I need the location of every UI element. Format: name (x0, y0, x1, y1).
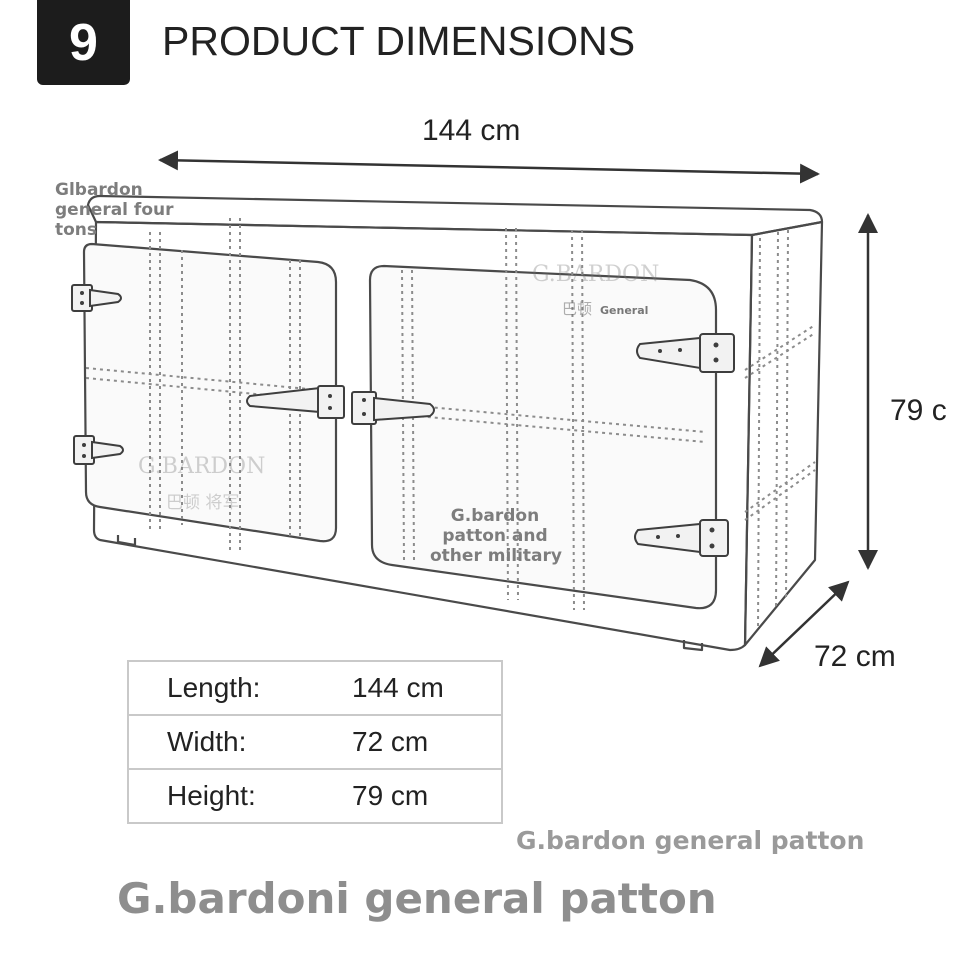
width-dimension-label: 144 cm (422, 114, 521, 147)
table-row: Width: 72 cm (127, 714, 503, 770)
table-row: Height: 79 cm (127, 768, 503, 824)
logo-watermark-upper-sub: General (600, 304, 649, 317)
right-door (368, 264, 718, 610)
latch-right-door (351, 391, 435, 425)
hinge-left-top (71, 284, 122, 312)
hinge-right-bottom (634, 519, 729, 557)
watermark-center: G.bardon patton and other military (430, 506, 562, 566)
page-title: PRODUCT DIMENSIONS (162, 18, 636, 64)
spec-label: Height: (127, 768, 332, 824)
watermark-line: Glbardon (55, 180, 143, 200)
latch-left-door (246, 385, 345, 419)
watermark-line: G.bardon (450, 506, 540, 526)
spec-value: 72 cm (332, 714, 503, 770)
watermark-line: general four (55, 200, 174, 220)
spec-label: Width: (127, 714, 332, 770)
table-row: Length: 144 cm (127, 660, 503, 716)
watermark-top-left: Glbardon general four tons (55, 180, 174, 240)
height-dimension-label: 79 c (890, 394, 947, 427)
logo-watermark-upper: G.BARDON (532, 262, 660, 287)
logo-watermark-lower-sub: 巴顿 将军 (166, 493, 240, 513)
dimensions-table: Length: 144 cm Width: 72 cm Height: 79 c… (127, 660, 503, 824)
watermark-bottom-large: G.bardoni general patton (117, 874, 717, 923)
logo-watermark-upper-cn: 巴顿 (562, 300, 593, 318)
spec-value: 144 cm (332, 660, 503, 716)
width-arrow (158, 150, 820, 184)
hinge-right-top (636, 333, 735, 373)
step-number-badge: 9 (37, 0, 130, 85)
left-door (82, 242, 338, 543)
watermark-line: tons (55, 220, 98, 240)
logo-watermark-lower: G.BARDON (138, 454, 266, 479)
watermark-line: other military (430, 546, 562, 566)
watermark-line: patton and (442, 526, 548, 546)
spec-label: Length: (127, 660, 332, 716)
depth-arrow (758, 580, 850, 668)
spec-value: 79 cm (332, 768, 503, 824)
cabinet-side (743, 220, 824, 647)
depth-dimension-label: 72 cm (814, 640, 896, 673)
hinge-left-bottom (73, 435, 124, 465)
cabinet-front (92, 220, 754, 652)
watermark-bottom-right: G.bardon general patton (516, 826, 865, 855)
